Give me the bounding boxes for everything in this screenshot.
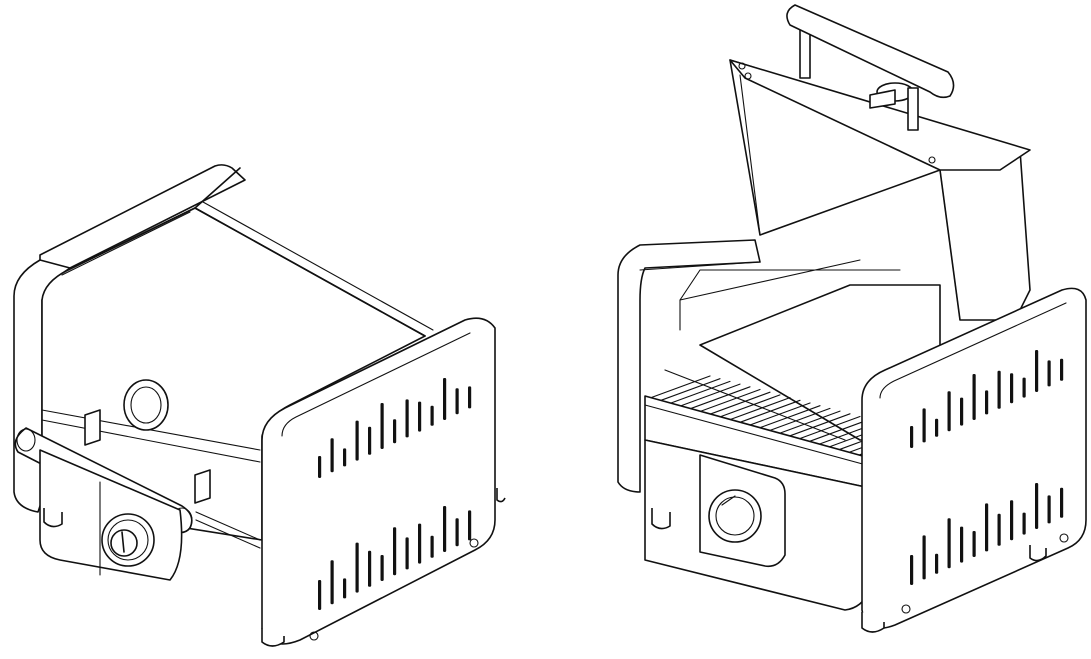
control-knob-open xyxy=(708,489,762,543)
grate-wire xyxy=(739,399,801,423)
vent-slot xyxy=(443,506,447,552)
vent-slot xyxy=(985,390,989,415)
vent-slot xyxy=(318,456,322,478)
vent-slot xyxy=(380,555,384,581)
vent-slot xyxy=(430,535,434,558)
vent-slot xyxy=(330,438,334,473)
vent-slot xyxy=(935,418,939,437)
grate-wire xyxy=(669,380,731,404)
vent-slot xyxy=(922,535,926,580)
grate-wire xyxy=(709,391,771,415)
vent-slot xyxy=(430,405,434,426)
right-end-cap-closed xyxy=(261,317,496,645)
left-end-cap-open xyxy=(617,239,761,493)
grate-wire xyxy=(649,375,711,399)
grill-closed-view xyxy=(13,164,506,647)
vent-slot xyxy=(405,537,409,570)
vent-slot xyxy=(1022,377,1026,398)
vent-slot xyxy=(343,448,347,467)
thermometer-gauge-open xyxy=(869,82,914,109)
vent-slot xyxy=(935,553,939,574)
vent-slot xyxy=(985,503,989,552)
vent-slot xyxy=(947,518,951,569)
vent-slot xyxy=(947,391,951,432)
vent-slot xyxy=(355,420,359,461)
vent-slot xyxy=(455,518,459,547)
vent-slot xyxy=(972,531,976,557)
vent-slot xyxy=(1022,512,1026,535)
vent-slot xyxy=(380,403,384,449)
vent-slot xyxy=(368,426,372,455)
grate-wire xyxy=(799,415,861,440)
vent-slot xyxy=(1060,487,1064,518)
vent-slot xyxy=(418,401,422,432)
control-panel-open xyxy=(644,439,871,611)
vent-slot xyxy=(1060,358,1064,381)
vent-slot xyxy=(368,550,372,587)
vent-slot xyxy=(997,513,1001,546)
vent-slot xyxy=(355,542,359,593)
vent-slot xyxy=(393,419,397,444)
vent-slot xyxy=(330,560,334,605)
vent-slot xyxy=(468,386,472,409)
vent-slot xyxy=(343,578,347,599)
grate-wire xyxy=(789,413,851,437)
vent-slot xyxy=(443,378,447,420)
vent-slot xyxy=(468,510,472,541)
vent-slot xyxy=(1047,360,1051,387)
grate-wire xyxy=(699,388,761,413)
thermometer-gauge xyxy=(123,379,169,431)
vent-slot xyxy=(960,526,964,563)
vent-slot xyxy=(922,408,926,443)
vent-slot xyxy=(910,555,914,585)
lid-open xyxy=(729,4,1031,321)
grate-wire xyxy=(749,402,811,426)
grate-wire xyxy=(659,378,721,402)
vent-slot xyxy=(997,370,1001,409)
vent-slot xyxy=(1010,373,1014,404)
vent-slots-open xyxy=(910,350,1064,585)
vent-slot xyxy=(393,527,397,576)
vent-slot xyxy=(972,374,976,420)
vent-slot xyxy=(405,399,409,438)
grate-wire xyxy=(759,405,821,429)
vent-slot xyxy=(1035,350,1039,392)
vent-slot xyxy=(1047,495,1051,524)
grate-wire xyxy=(719,394,781,418)
vent-slot xyxy=(910,426,914,448)
grate-wire xyxy=(689,386,751,410)
lid-closed xyxy=(41,167,434,541)
lid-handle-open xyxy=(786,4,955,131)
vent-slot xyxy=(418,523,422,564)
grate-wire xyxy=(779,410,841,434)
feet-closed xyxy=(43,488,506,647)
grate-wire xyxy=(679,383,741,407)
control-knob xyxy=(101,513,155,567)
vent-slot xyxy=(318,580,322,610)
control-panel-closed xyxy=(39,449,261,581)
vent-slot xyxy=(960,397,964,426)
vent-slot xyxy=(1035,483,1039,529)
vent-slots-closed xyxy=(318,378,472,610)
vent-slot xyxy=(1010,500,1014,541)
right-end-cap-open xyxy=(861,287,1087,629)
vent-slot xyxy=(455,388,459,415)
grate-wire xyxy=(769,407,831,431)
feet-open xyxy=(651,508,1047,633)
grate-wire xyxy=(729,397,791,421)
grate-wire xyxy=(809,418,871,442)
grill-open-view xyxy=(617,4,1087,633)
